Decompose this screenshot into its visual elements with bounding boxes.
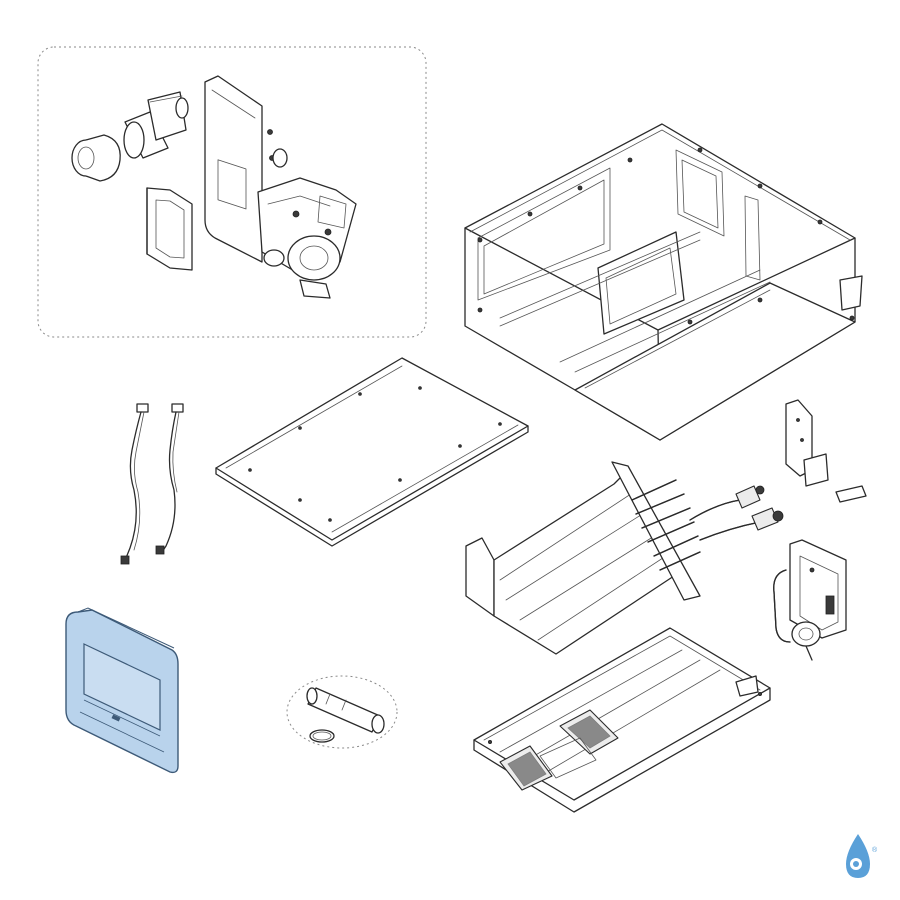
sensor-cables[interactable] [120,403,184,565]
fan-and-drain-tray[interactable] [473,627,771,813]
mounting-bracket[interactable] [785,399,867,503]
main-unit-casing[interactable] [464,123,863,441]
condensate-pump-kit[interactable] [37,46,427,338]
heat-exchanger-coil[interactable] [465,461,784,655]
brand-registered-mark: ® [872,846,878,854]
pump-cap [71,134,121,182]
pump-frame [146,187,193,271]
wired-controller[interactable] [65,607,179,774]
water-drop-logo: ® [846,834,878,878]
hose-and-clamp[interactable] [286,675,398,749]
pump-u-pipe [272,119,379,309]
pump-mounting-plate [204,75,275,263]
electrical-box[interactable] [773,539,847,661]
pipe-adapter [123,91,189,159]
cover-panel[interactable] [215,357,529,547]
pump-motor [257,177,357,299]
